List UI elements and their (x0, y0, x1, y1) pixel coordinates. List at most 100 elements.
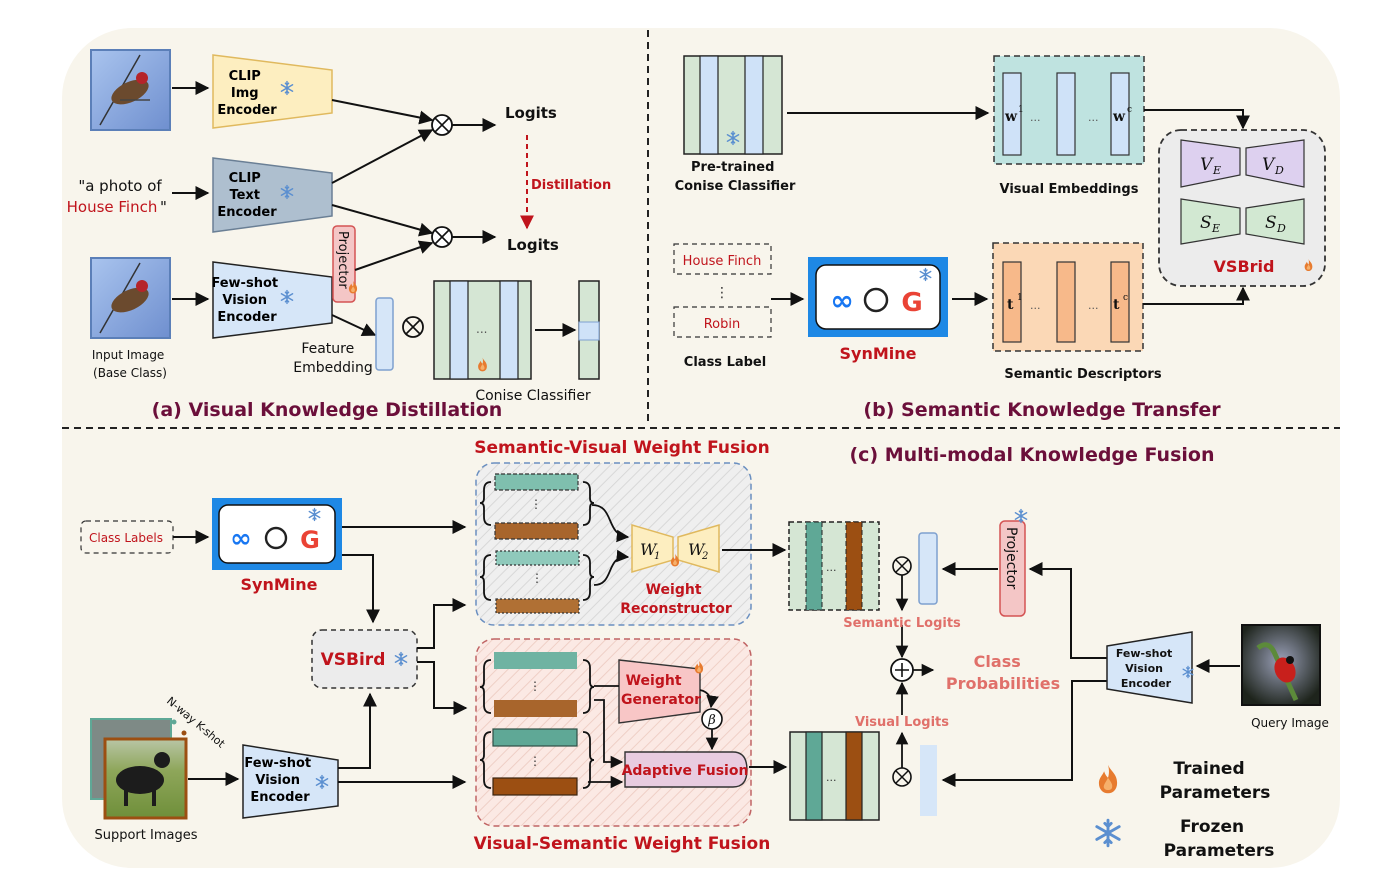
semantic-descriptors-label: Semantic Descriptors (1004, 367, 1161, 382)
svg-text:CLIP Img Encoder: CLIP Img Encoder (217, 69, 277, 118)
fewshot-vision-encoder (212, 261, 333, 339)
w1-subscript: 1 (654, 551, 660, 562)
pretrained-classifier (683, 55, 783, 155)
query-encoder-line2: Vision (1125, 662, 1163, 675)
svg-text:Weight Generator: Weight Generator (621, 673, 701, 708)
t-ellipsis-1: ... (1030, 299, 1041, 312)
class-label-vdots: ⋮ (715, 285, 729, 301)
distillation-label: Distillation (531, 178, 611, 193)
panel-a: CLIP Img Encoder "a photo of House Finch… (67, 49, 611, 421)
fewshot-encoder-line3: Encoder (217, 310, 277, 325)
synmine-label-b: SynMine (840, 344, 917, 363)
sd-symbol: S (1265, 213, 1277, 233)
svg-text:Trained Parameters: Trained Parameters (1160, 759, 1271, 803)
fewshot-encoder-c-line2: Vision (255, 773, 300, 788)
semantic-weight-matrix: ... (788, 521, 880, 611)
synmine-module-c: ∞ G (212, 498, 342, 570)
legend-trained-line1: Trained (1173, 759, 1244, 779)
svg-text:Weight Reconstructor: Weight Reconstructor (620, 582, 732, 617)
clip-img-encoder-line3: Encoder (217, 103, 277, 118)
se-encoder (1180, 198, 1241, 245)
bird-image-bottom (90, 257, 171, 339)
ve-encoder (1180, 139, 1241, 188)
query-vision-encoder (1106, 631, 1193, 704)
weight-generator (618, 659, 701, 724)
legend: Trained Parameters Frozen Parameters (1095, 759, 1275, 861)
synmine-label-c: SynMine (241, 575, 318, 594)
se-subscript: E (1211, 222, 1220, 235)
class-probabilities-line1: Class (974, 652, 1021, 671)
adaptive-fusion-box (624, 751, 748, 788)
pretrained-label-2: Conise Classifier (675, 179, 796, 194)
svg-text:Class Probabilities: Class Probabilities (946, 652, 1060, 693)
query-image (1241, 624, 1321, 706)
projector-label-c: Projector (1003, 527, 1019, 589)
prompt-close-quote: " (160, 198, 167, 216)
se-symbol: S (1200, 213, 1212, 233)
openai-logo-icon (863, 287, 889, 313)
logit-vector (578, 280, 600, 380)
bird-image-top (90, 49, 171, 131)
beta-symbol: β (707, 713, 716, 728)
w1-symbol: W (640, 540, 658, 559)
svg-text:Pre-trained Conise Class: Pre-trained Conise Classifier (675, 160, 796, 194)
query-image-label: Query Image (1251, 716, 1329, 730)
clip-text-encoder-line1: CLIP (229, 171, 261, 186)
clip-img-encoder-line1: CLIP (229, 69, 261, 84)
vd-decoder (1245, 139, 1305, 188)
class-label-house-finch: House Finch (683, 254, 762, 269)
vdots: ⋮ (531, 571, 543, 585)
vdots: ⋮ (529, 679, 541, 693)
sd-subscript: D (1276, 222, 1286, 235)
sd-decoder (1245, 198, 1305, 245)
weight-generator-line1: Weight (626, 673, 682, 689)
panel-c: (c) Multi-modal Knowledge Fusion Class L… (80, 438, 1329, 861)
support-images-label: Support Images (94, 828, 197, 843)
svg-text:Few-shot Vision En: Few-shot Vision Encoder (1116, 647, 1176, 690)
vs-fusion-title: Visual-Semantic Weight Fusion (474, 834, 771, 854)
pretrained-label-1: Pre-trained (691, 160, 774, 175)
semantic-logits-label: Semantic Logits (843, 616, 961, 631)
fewshot-encoder-c-line3: Encoder (250, 790, 310, 805)
panel-a-title: (a) Visual Knowledge Distillation (152, 399, 503, 421)
panel-b-title: (b) Semantic Knowledge Transfer (863, 399, 1221, 421)
feature-embedding-label-1: Feature (301, 341, 354, 357)
w2-decoder (677, 523, 720, 574)
fewshot-vision-encoder-c (242, 744, 339, 819)
clip-text-encoder-line2: Text (229, 188, 260, 203)
vsbird-label: VSBird (321, 650, 386, 670)
w-ellipsis-2: ... (1088, 111, 1099, 124)
query-encoder-line3: Encoder (1121, 677, 1172, 690)
projector-box-c (999, 520, 1026, 617)
vsbrid-module: V E V D S E S D VSBrid (1158, 129, 1326, 287)
w2-symbol: W (688, 540, 706, 559)
fewshot-encoder-c-line1: Few-shot (244, 756, 311, 771)
t-last: t (1113, 297, 1120, 313)
vd-symbol: V (1262, 155, 1276, 175)
semantic-query-feature (918, 532, 938, 605)
classifier-ellipsis: ... (476, 322, 487, 336)
prompt-text-line1: "a photo of (78, 177, 162, 195)
semantic-descriptors: t 1 ... ... t c (992, 242, 1144, 352)
svg-text:CLIP Text Encoder: CLIP Text Encoder (217, 171, 277, 220)
sv-fusion-module: ⋮ ⋮ W 1 W 2 Weight Reconstructor (475, 462, 752, 626)
visual-weight-matrix: ... (789, 731, 880, 821)
visual-embeddings: w 1 ... ... w c (993, 55, 1145, 165)
vdots: ⋮ (530, 497, 542, 511)
meta-logo-icon: ∞ (830, 284, 853, 317)
w-ellipsis-1: ... (1030, 111, 1041, 124)
vd-subscript: D (1274, 164, 1284, 177)
weight-reconstructor-line2: Reconstructor (620, 601, 732, 617)
visual-logits-label: Visual Logits (855, 715, 949, 730)
w-first-sup: 1 (1018, 105, 1024, 115)
clip-img-encoder-line2: Img (231, 86, 259, 101)
w-last-sup: c (1127, 105, 1132, 115)
t-last-sup: c (1123, 293, 1128, 303)
ve-symbol: V (1200, 155, 1214, 175)
feature-embedding-bar (375, 297, 394, 371)
legend-frozen-line1: Frozen (1180, 817, 1244, 837)
legend-frozen-line2: Parameters (1164, 841, 1275, 861)
panel-c-title: (c) Multi-modal Knowledge Fusion (850, 444, 1215, 466)
synmine-module-b: ∞ G (808, 257, 948, 337)
